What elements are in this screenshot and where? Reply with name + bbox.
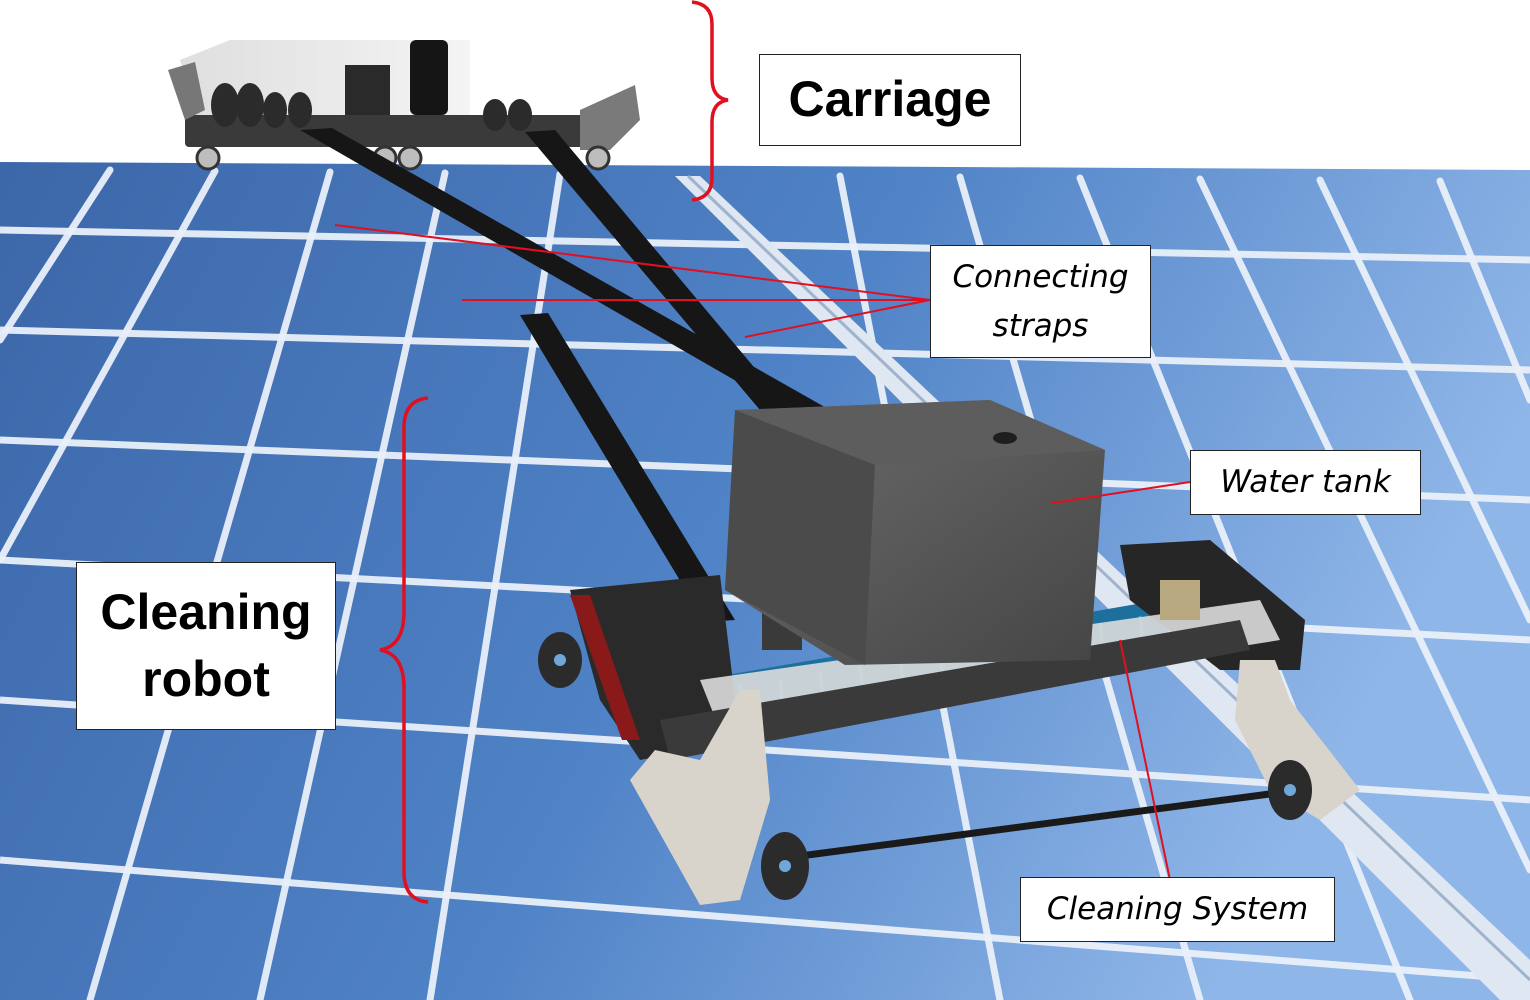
annotation-lines	[334, 224, 1191, 881]
connecting-straps-label: Connecting straps	[930, 245, 1151, 358]
cleaning-robot-label-line1: Cleaning	[100, 583, 312, 640]
connecting-straps-label-line2: straps	[992, 307, 1089, 344]
cleaning-system-label-text: Cleaning System	[1046, 891, 1309, 928]
carriage-assembly	[168, 40, 640, 171]
cleaning-robot-brace	[379, 396, 429, 904]
carriage-brace	[691, 0, 729, 202]
cleaning-robot-label-line2: robot	[142, 651, 270, 707]
water-tank-label: Water tank	[1190, 450, 1421, 515]
carriage-label-text: Carriage	[788, 71, 992, 128]
carriage-label: Carriage	[759, 54, 1021, 146]
connecting-straps	[300, 128, 830, 622]
cleaning-system-label: Cleaning System	[1020, 877, 1335, 942]
cleaning-robot-assembly	[538, 400, 1360, 905]
cleaning-robot-label: Cleaning robot	[76, 562, 336, 730]
connecting-straps-label-line1: Connecting	[952, 259, 1129, 296]
water-tank-label-text: Water tank	[1220, 464, 1391, 501]
